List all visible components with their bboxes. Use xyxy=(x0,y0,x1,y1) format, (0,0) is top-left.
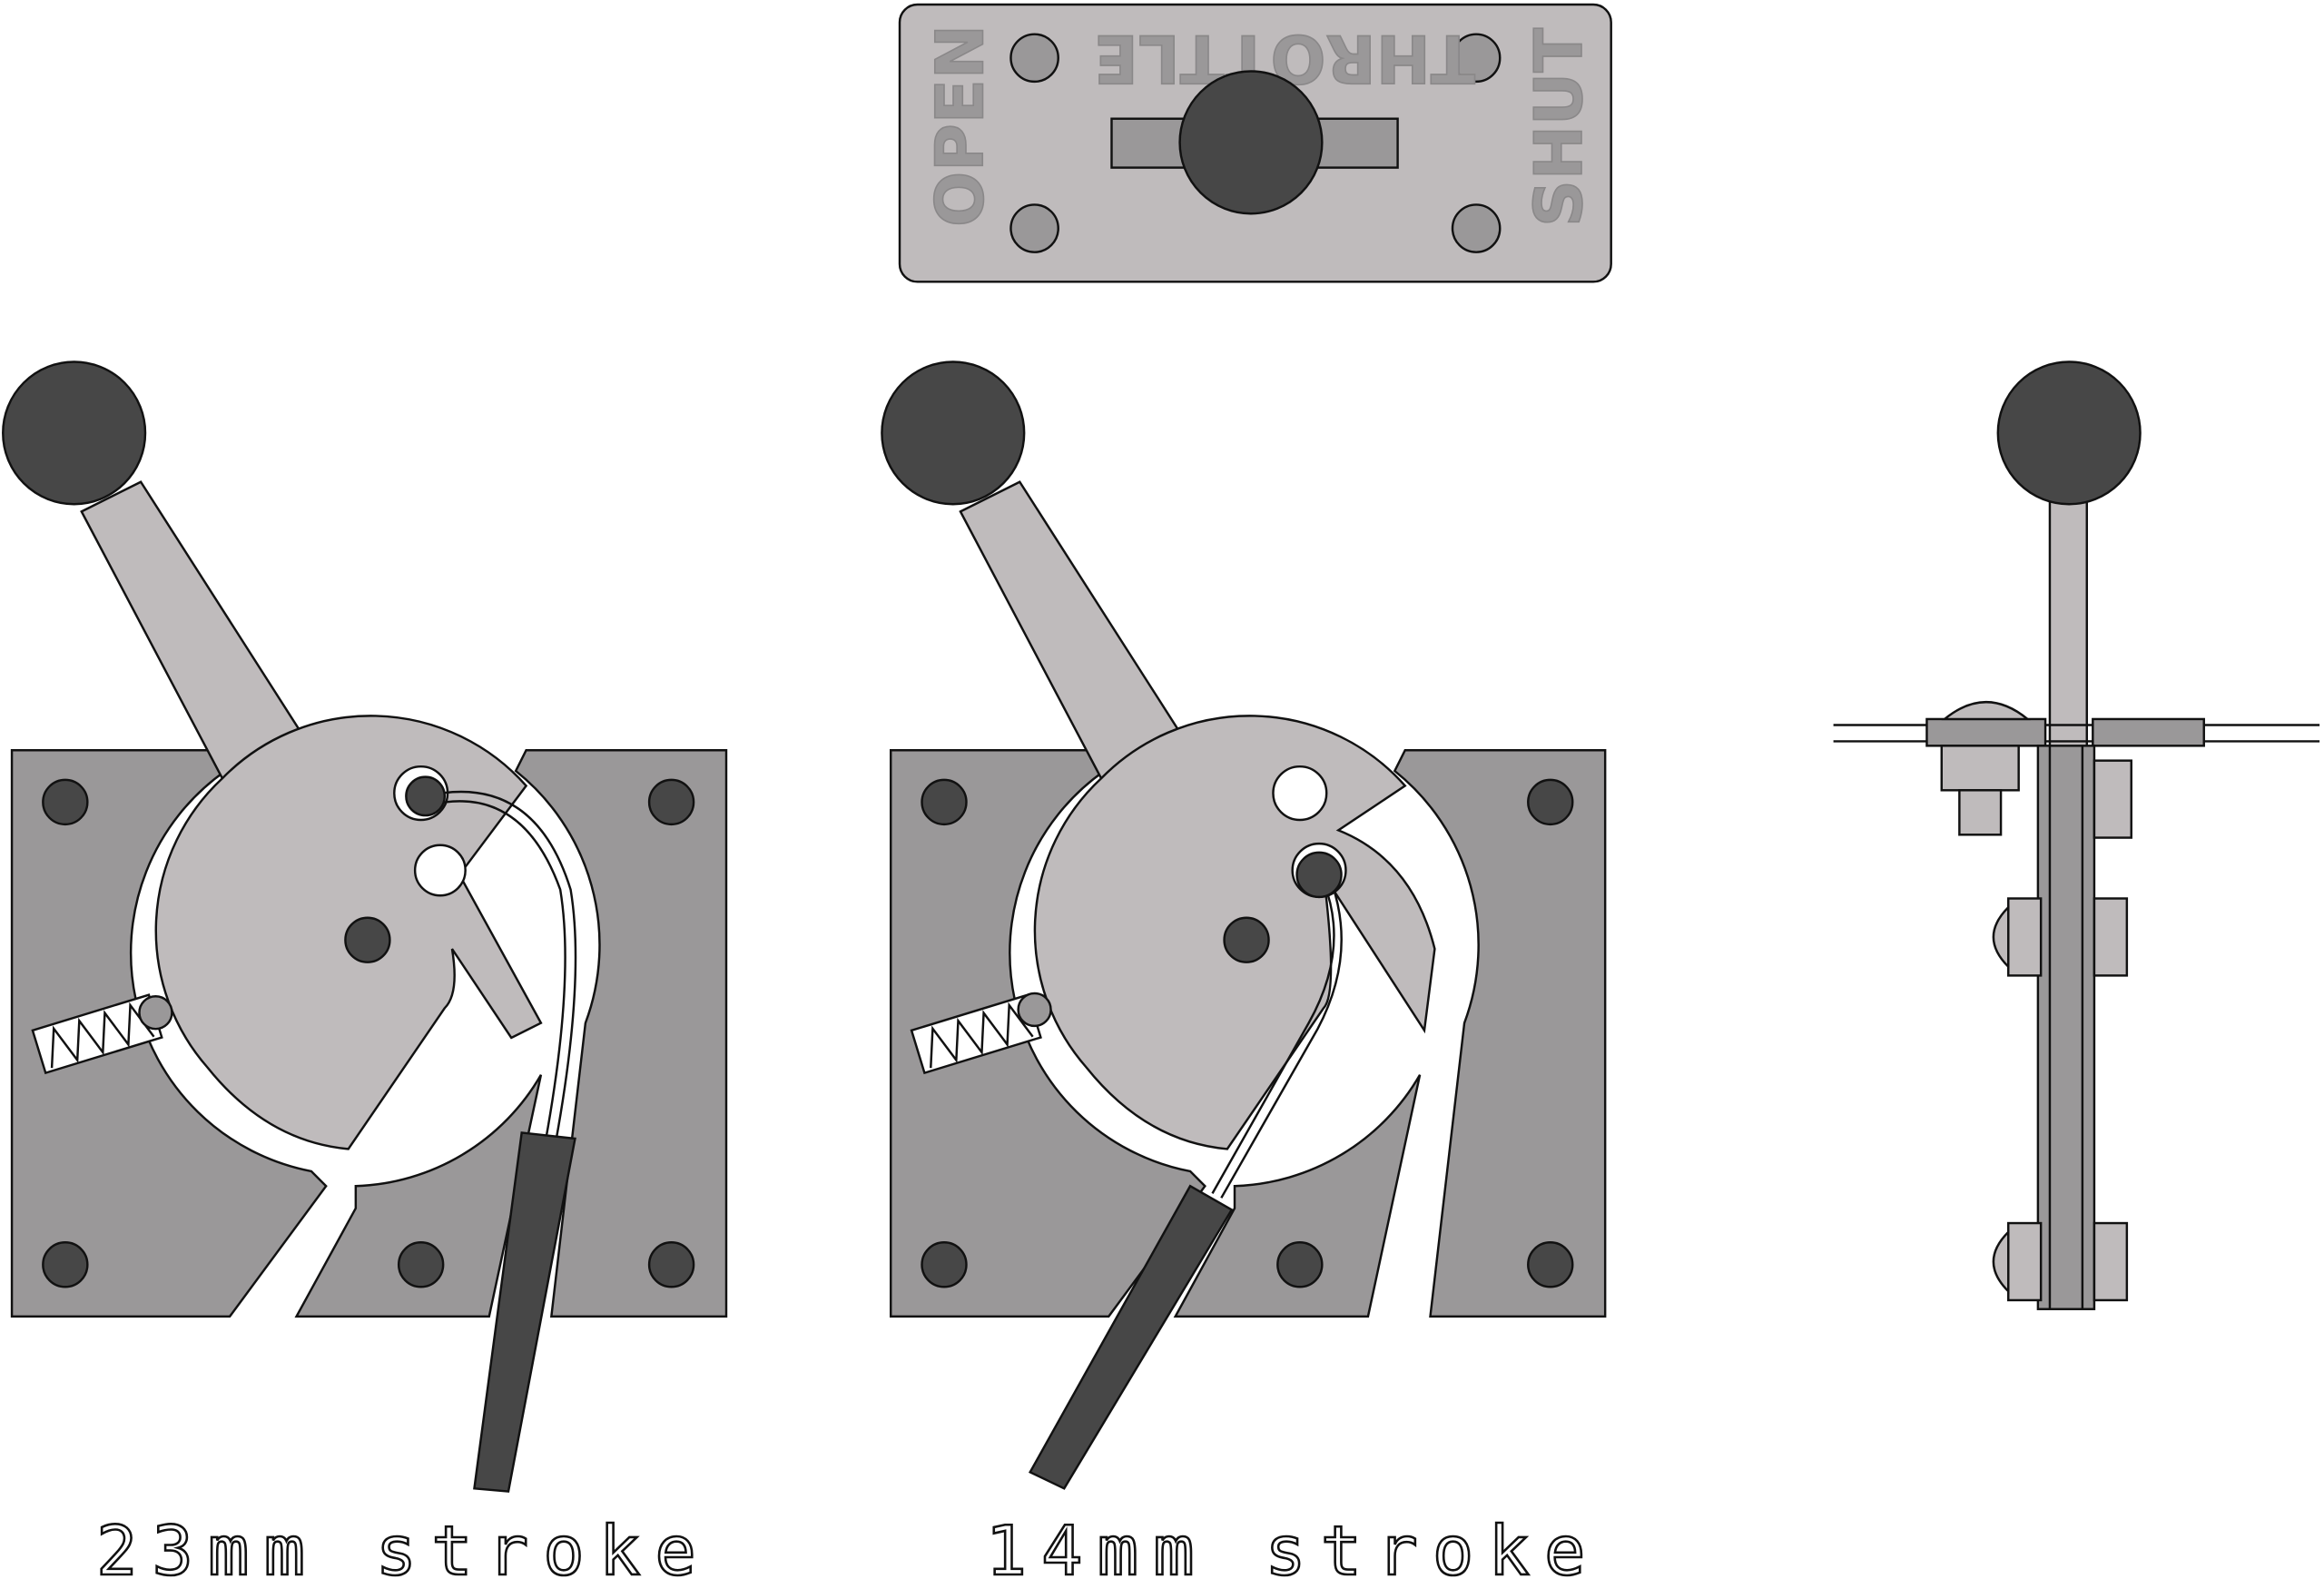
throttle-quadrant-plate: OPEN THROTTLE SHUT xyxy=(898,3,1612,283)
pivot xyxy=(1223,916,1270,963)
mount-hole xyxy=(1276,1241,1324,1288)
nut xyxy=(2093,897,2129,977)
mount-hole xyxy=(42,1241,89,1288)
nut xyxy=(2007,897,2043,977)
base-plate-right xyxy=(1393,749,1607,1318)
lever-arm xyxy=(959,480,1185,780)
lever-arm xyxy=(80,480,306,780)
mount-hole xyxy=(647,1241,695,1288)
knob xyxy=(1178,70,1324,215)
stroke-caption-14mm: 14mm stroke xyxy=(986,1511,1600,1579)
cable-pin xyxy=(1295,851,1343,899)
knob xyxy=(881,360,1026,506)
plate-screw-hole xyxy=(1451,203,1502,253)
bolt-end xyxy=(1958,789,2003,836)
cable-pin xyxy=(405,775,447,817)
cable xyxy=(1220,884,1343,1199)
bracket-flange xyxy=(2092,717,2205,747)
nut xyxy=(2007,1221,2043,1302)
mount-hole xyxy=(921,1241,968,1288)
plate-screw-hole xyxy=(1451,33,1502,84)
open-label: OPEN xyxy=(921,25,998,227)
base-plate-bottom xyxy=(1173,1074,1422,1318)
nut xyxy=(2093,1221,2129,1302)
bracket-flange xyxy=(1925,717,2047,747)
spring xyxy=(910,993,1042,1075)
cable xyxy=(1211,882,1335,1195)
bolt-head xyxy=(1941,701,2031,721)
side-plate xyxy=(2036,745,2096,1310)
cable-sleeve xyxy=(473,1131,576,1493)
knob xyxy=(1996,360,2142,506)
nut xyxy=(2093,759,2132,839)
lever-assembly-14mm xyxy=(881,360,1607,1490)
nut xyxy=(1940,745,2020,792)
shut-label: SHUT xyxy=(1521,28,1597,227)
plate-screw-hole xyxy=(1009,33,1059,84)
detent-ball xyxy=(138,995,173,1031)
base-plate-bottom xyxy=(294,1074,543,1318)
cable-sleeve xyxy=(1028,1184,1234,1490)
mount-hole xyxy=(1527,1241,1574,1288)
mount-hole xyxy=(921,778,968,826)
knob xyxy=(2,360,147,506)
cable xyxy=(425,790,577,1142)
plate-screw-hole xyxy=(1009,203,1059,253)
lever-assembly-23mm xyxy=(2,360,728,1493)
lever-shaft xyxy=(2048,488,2088,750)
cable-hole xyxy=(1272,765,1328,822)
cable xyxy=(429,800,566,1142)
mount-hole xyxy=(397,1241,445,1288)
mount-hole xyxy=(647,778,695,826)
cable-hole xyxy=(413,844,467,897)
mount-hole xyxy=(1527,778,1574,826)
throttle-label: THROTTLE xyxy=(1094,20,1475,96)
mount-hole xyxy=(42,778,89,826)
detent-ball xyxy=(1017,992,1052,1028)
pivot xyxy=(344,916,391,963)
stroke-caption-23mm: 23mm stroke xyxy=(96,1511,711,1579)
side-view xyxy=(1833,360,2320,1310)
